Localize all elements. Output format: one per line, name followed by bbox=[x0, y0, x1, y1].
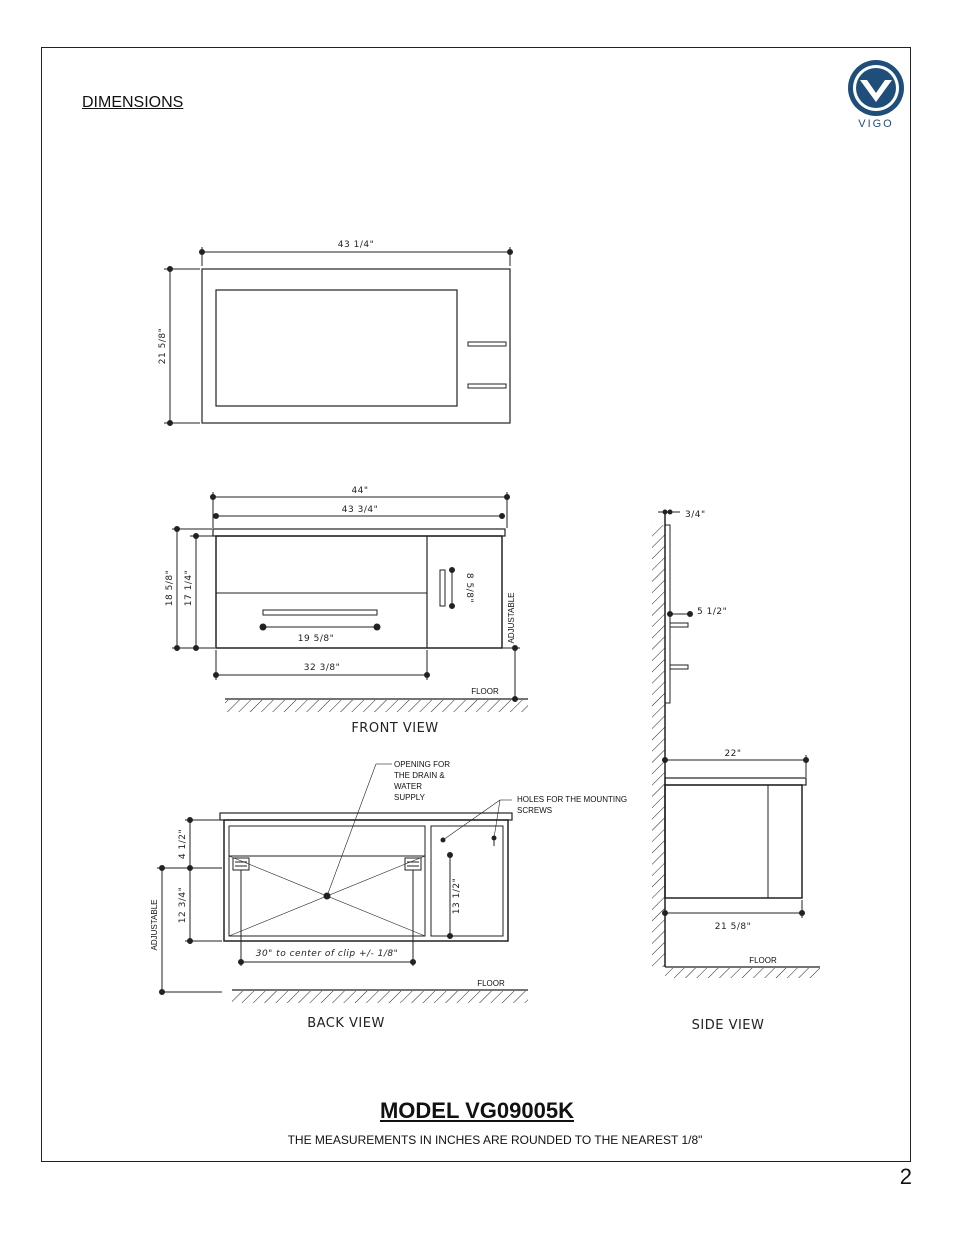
front-drawer-width: 32 3/8" bbox=[304, 663, 340, 673]
back-view bbox=[157, 763, 528, 995]
top-depth-label: 21 5/8" bbox=[158, 328, 168, 364]
top-width-label: 43 1/4" bbox=[338, 240, 374, 250]
front-handle-length: 19 5/8" bbox=[298, 634, 334, 644]
top-view bbox=[164, 247, 513, 426]
wall-hatch bbox=[652, 525, 665, 967]
front-cabinet-height: 17 1/4" bbox=[184, 570, 194, 606]
page-frame bbox=[41, 47, 911, 1162]
back-height-12: 12 3/4" bbox=[178, 887, 188, 923]
front-view bbox=[172, 492, 528, 702]
screws-note: HOLES FOR THE MOUNTING SCREWS bbox=[517, 795, 627, 815]
page-number: 2 bbox=[899, 1164, 912, 1189]
svg-text:THE DRAIN &: THE DRAIN & bbox=[394, 771, 445, 780]
measurement-note: THE MEASUREMENTS IN INCHES ARE ROUNDED T… bbox=[287, 1133, 703, 1147]
front-floor-hatch bbox=[225, 700, 528, 712]
front-cabinet-width: 43 3/4" bbox=[342, 505, 378, 515]
back-floor-hatch bbox=[232, 991, 528, 1003]
back-view-title: BACK VIEW bbox=[307, 1016, 385, 1031]
svg-text:HOLES FOR THE MOUNTING: HOLES FOR THE MOUNTING bbox=[517, 795, 627, 804]
side-faucet-offset: 5 1/2" bbox=[697, 607, 727, 617]
front-overall-height: 18 5/8" bbox=[165, 570, 175, 606]
model-name: MODEL VG09005K bbox=[379, 1098, 574, 1123]
svg-text:OPENING FOR: OPENING FOR bbox=[394, 760, 450, 769]
back-clip-center: 30" to center of clip +/- 1/8" bbox=[256, 949, 399, 959]
logo-text: VIGO bbox=[858, 118, 894, 130]
side-thickness: 3/4" bbox=[685, 510, 706, 520]
drain-note: OPENING FOR THE DRAIN & WATER SUPPLY bbox=[394, 760, 450, 802]
front-view-title: FRONT VIEW bbox=[351, 721, 438, 736]
back-adjustable: ADJUSTABLE bbox=[150, 900, 159, 951]
back-floor-label: FLOOR bbox=[477, 979, 505, 988]
front-adjustable: ADJUSTABLE bbox=[507, 593, 516, 644]
side-cabinet-depth: 21 5/8" bbox=[715, 922, 751, 932]
front-floor-label: FLOOR bbox=[471, 687, 499, 696]
front-door-handle: 8 5/8" bbox=[464, 573, 474, 603]
section-title: DIMENSIONS bbox=[82, 94, 184, 111]
back-height-13: 13 1/2" bbox=[452, 878, 462, 914]
back-top-offset: 4 1/2" bbox=[178, 829, 188, 859]
vigo-logo: VIGO bbox=[848, 60, 904, 130]
model-title: MODEL VG09005K bbox=[0, 1098, 954, 1124]
side-top-depth: 22" bbox=[724, 749, 741, 759]
side-view-title: SIDE VIEW bbox=[692, 1018, 765, 1033]
side-floor-hatch bbox=[665, 968, 820, 978]
svg-text:SUPPLY: SUPPLY bbox=[394, 793, 426, 802]
side-floor-label: FLOOR bbox=[749, 956, 777, 965]
svg-text:SCREWS: SCREWS bbox=[517, 806, 552, 815]
front-overall-width: 44" bbox=[351, 486, 368, 496]
side-view bbox=[658, 509, 820, 968]
svg-text:WATER: WATER bbox=[394, 782, 422, 791]
